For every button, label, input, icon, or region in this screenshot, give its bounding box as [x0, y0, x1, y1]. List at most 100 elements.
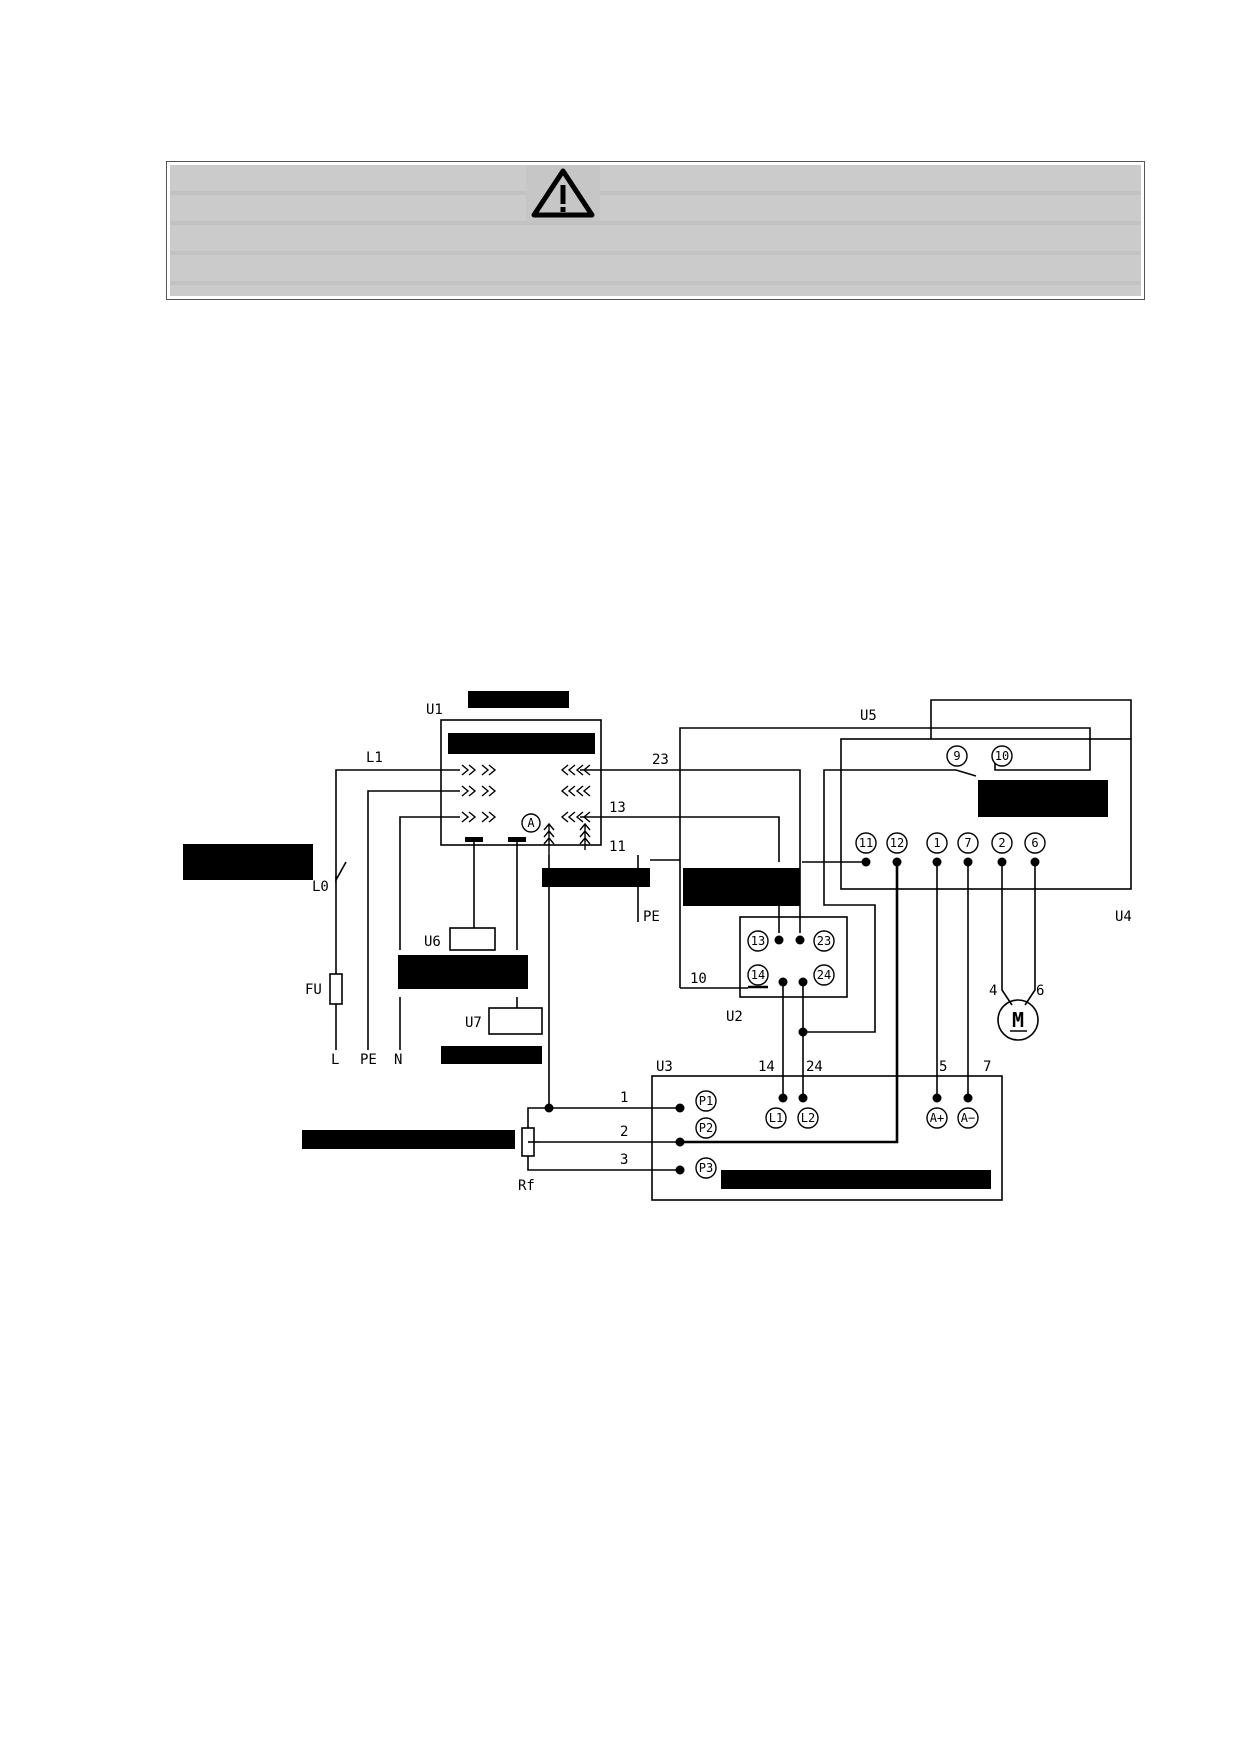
label-u3: U3 — [656, 1059, 673, 1075]
wire-u4-top — [930, 699, 1132, 739]
terminal-11 — [855, 832, 877, 854]
terminal-l2-label: L2 — [801, 1111, 815, 1125]
wire-13 — [580, 816, 780, 862]
terminal-6 — [1024, 832, 1046, 854]
terminal-a-plus-label: A+ — [930, 1111, 944, 1125]
wire-9 — [803, 769, 977, 1033]
terminal-a-minus-label: A− — [961, 1111, 975, 1125]
terminal-a-minus — [957, 1107, 979, 1129]
motor-symbol — [997, 999, 1039, 1041]
terminal-7 — [957, 832, 979, 854]
u2-box — [739, 916, 848, 998]
terminal-l2 — [797, 1107, 819, 1129]
label-u2: U2 — [726, 1009, 743, 1025]
redacted-bar — [441, 1046, 542, 1064]
redacted-bar — [448, 733, 595, 754]
label-rf: Rf — [518, 1178, 535, 1194]
redacted-bar — [302, 1130, 515, 1149]
terminal-p2 — [695, 1117, 717, 1139]
terminal-13 — [747, 930, 769, 952]
terminal-p3 — [695, 1157, 717, 1179]
terminal-1 — [926, 832, 948, 854]
terminal-p2-label: P2 — [699, 1121, 713, 1135]
label-wire-2: 2 — [620, 1124, 628, 1140]
label-u4: U4 — [1115, 909, 1132, 925]
u6-box — [449, 927, 496, 951]
ammeter-symbol — [521, 813, 541, 833]
wire-u5 — [679, 727, 1091, 988]
label-wire-4: 4 — [989, 983, 997, 999]
label-fu: FU — [305, 982, 322, 998]
label-wire-24: 24 — [806, 1059, 823, 1075]
terminal-23 — [813, 930, 835, 952]
redacted-bar — [542, 868, 650, 887]
motor-label: M — [1012, 1008, 1024, 1032]
label-l0: L0 — [312, 879, 329, 895]
wire-rf-top — [527, 1107, 549, 1128]
redacted-bar — [978, 780, 1108, 817]
label-wire-6: 6 — [1036, 983, 1044, 999]
label-n: N — [394, 1052, 402, 1068]
wire-t12 — [680, 862, 899, 1144]
redacted-bar — [183, 844, 313, 880]
redacted-bar — [468, 691, 569, 708]
label-l1: L1 — [366, 750, 383, 766]
terminal-13-label: 13 — [751, 934, 765, 948]
terminal-9 — [946, 745, 968, 767]
junction-dots — [544, 857, 1040, 1175]
label-u6: U6 — [424, 934, 441, 950]
label-wire-1: 1 — [620, 1090, 628, 1106]
terminal-1-label: 1 — [933, 836, 940, 850]
redacted-bar — [398, 955, 528, 989]
wire-pe — [367, 790, 460, 1050]
terminal-l1-label: L1 — [769, 1111, 783, 1125]
terminal-12-label: 12 — [890, 836, 904, 850]
terminal-12 — [886, 832, 908, 854]
u1-connectors — [461, 764, 591, 855]
wire-l1 — [335, 769, 460, 884]
label-pe-mid: PE — [643, 909, 660, 925]
label-wire-10: 10 — [690, 971, 707, 987]
terminal-23-label: 23 — [817, 934, 831, 948]
redacted-bar — [683, 868, 800, 906]
terminal-p1 — [695, 1090, 717, 1112]
u1-terminal-bar — [465, 837, 483, 842]
label-wire-13: 13 — [609, 800, 626, 816]
label-wire-23: 23 — [652, 752, 669, 768]
warning-banner-fill — [170, 165, 1141, 296]
terminal-a-plus — [926, 1107, 948, 1129]
wire-3 — [527, 1156, 680, 1171]
terminal-11-label: 11 — [859, 836, 873, 850]
label-u1: U1 — [426, 702, 443, 718]
terminal-24 — [813, 964, 835, 986]
terminal-2-label: 2 — [998, 836, 1005, 850]
u4-box — [840, 738, 1132, 890]
terminal-14-label: 14 — [751, 968, 765, 982]
terminal-p3-label: P3 — [699, 1161, 713, 1175]
wire-t2 — [1001, 862, 1013, 1006]
label-u7: U7 — [465, 1015, 482, 1031]
wire-23 — [580, 769, 801, 933]
terminal-24-label: 24 — [817, 968, 831, 982]
label-wire-14: 14 — [758, 1059, 775, 1075]
warning-triangle-icon — [526, 165, 600, 221]
terminal-10-label: 10 — [995, 749, 1009, 763]
label-pe-bottom: PE — [360, 1052, 377, 1068]
terminal-9-label: 9 — [953, 749, 960, 763]
wire-n — [399, 816, 460, 950]
u3-box — [651, 1075, 1003, 1201]
terminal-p1-label: P1 — [699, 1094, 713, 1108]
terminal-6-label: 6 — [1031, 836, 1038, 850]
u1-terminal-bar — [508, 837, 526, 842]
wire-t6 — [1024, 862, 1036, 1006]
ammeter-label: A — [527, 816, 535, 830]
label-wire-11: 11 — [609, 839, 626, 855]
u7-box — [488, 1007, 543, 1035]
label-wire-3: 3 — [620, 1152, 628, 1168]
terminal-2 — [991, 832, 1013, 854]
label-l: L — [331, 1052, 339, 1068]
terminal-10 — [991, 745, 1013, 767]
label-wire-7: 7 — [983, 1059, 991, 1075]
u1-box — [440, 719, 602, 846]
